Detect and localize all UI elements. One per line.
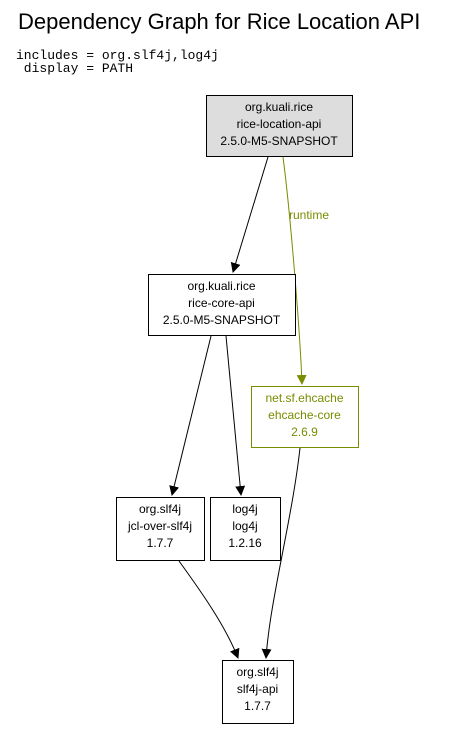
- graph-title: Dependency Graph for Rice Location API: [18, 9, 421, 34]
- node-log4j[interactable]: log4j log4j 1.2.16: [210, 497, 281, 561]
- node-ehcache-core[interactable]: net.sf.ehcache ehcache-core 2.6.9: [251, 386, 359, 448]
- node-rice-location-api[interactable]: org.kuali.rice rice-location-api 2.5.0-M5-…: [206, 95, 353, 157]
- node-artifact: jcl-over-slf4j: [127, 519, 192, 533]
- node-version: 1.2.16: [228, 536, 262, 550]
- node-rice-core-api[interactable]: org.kuali.rice rice-core-api 2.5.0-M5-SNAP…: [148, 274, 296, 336]
- node-box: [206, 95, 353, 157]
- node-group: net.sf.ehcache: [265, 391, 343, 405]
- node-jcl-over-slf4j[interactable]: org.slf4j jcl-over-slf4j 1.7.7: [116, 497, 205, 561]
- edge-rice-core-api-to-jcl-over-slf4j: [169, 335, 212, 496]
- node-version: 1.7.7: [147, 536, 174, 550]
- node-version: 2.5.0-M5-SNAPSHOT: [163, 313, 281, 327]
- node-version: 1.7.7: [244, 699, 271, 713]
- node-artifact: ehcache-core: [268, 408, 341, 422]
- node-group: org.kuali.rice: [245, 100, 313, 114]
- display-line: display = PATH: [16, 61, 134, 76]
- edges-layer: runtime: [169, 156, 329, 659]
- edge-rice-location-api-to-ehcache-core: [282, 156, 307, 385]
- node-slf4j-api[interactable]: org.slf4j slf4j-api 1.7.7: [222, 660, 294, 724]
- node-group: log4j: [232, 502, 257, 516]
- includes-line: includes = org.slf4j,log4j: [16, 48, 219, 63]
- node-artifact: rice-location-api: [237, 117, 322, 131]
- node-artifact: log4j: [232, 519, 257, 533]
- nodes-layer: org.kuali.rice rice-location-api 2.5.0-M5-…: [116, 95, 359, 724]
- node-group: org.slf4j: [236, 665, 278, 679]
- node-box: [116, 497, 205, 561]
- node-group: org.slf4j: [139, 502, 181, 516]
- edge-rice-core-api-to-log4j: [225, 335, 246, 496]
- node-group: org.kuali.rice: [187, 279, 255, 293]
- edge-jcl-over-slf4j-to-slf4j-api: [178, 560, 240, 659]
- node-version: 2.6.9: [291, 425, 318, 439]
- node-artifact: slf4j-api: [237, 682, 278, 696]
- edge-label-runtime: runtime: [289, 208, 329, 222]
- node-box: [222, 660, 294, 724]
- node-box: [251, 386, 359, 448]
- edge-rice-location-api-to-rice-core-api: [230, 156, 269, 273]
- node-artifact: rice-core-api: [188, 296, 255, 310]
- node-version: 2.5.0-M5-SNAPSHOT: [220, 134, 338, 148]
- edge-ehcache-core-to-slf4j-api: [261, 447, 301, 659]
- node-box: [210, 497, 281, 561]
- node-box: [148, 274, 296, 336]
